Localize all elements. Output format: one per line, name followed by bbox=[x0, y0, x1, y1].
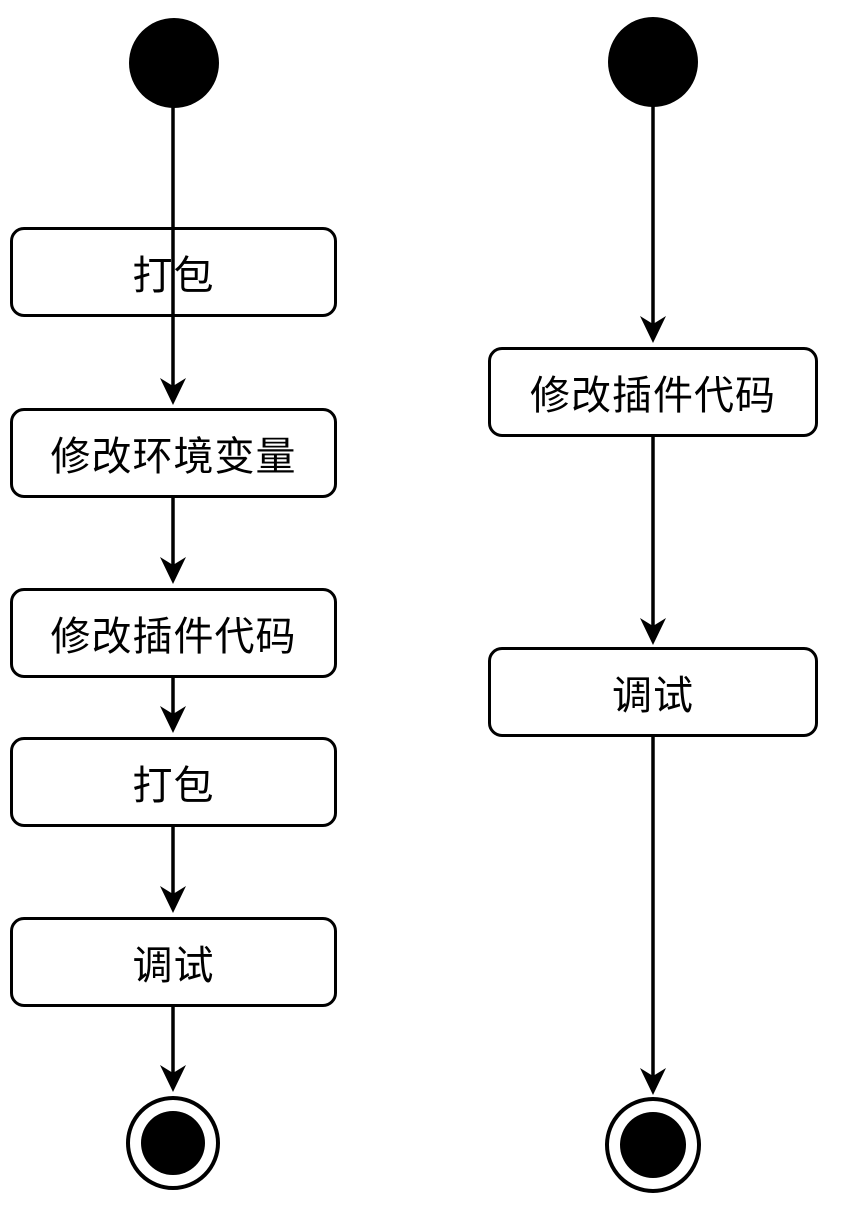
left-final-node-inner-dot bbox=[141, 1111, 205, 1175]
right-activity-box-2: 调试 bbox=[488, 647, 818, 737]
left-activity-box-2: 修改环境变量 bbox=[10, 408, 337, 498]
left-activity-label-2: 修改环境变量 bbox=[50, 435, 297, 479]
right-final-node-inner-dot bbox=[620, 1112, 686, 1178]
left-activity-box-3: 修改插件代码 bbox=[10, 588, 337, 678]
left-initial-node bbox=[129, 18, 219, 108]
right-activity-label-2: 调试 bbox=[612, 674, 694, 718]
right-activity-box-1: 修改插件代码 bbox=[488, 347, 818, 437]
left-arrowhead-2 bbox=[160, 557, 186, 584]
left-activity-label-1: 打包 bbox=[132, 254, 215, 298]
right-final-node-outer-ring bbox=[605, 1097, 701, 1193]
left-arrowhead-5 bbox=[160, 1065, 186, 1092]
left-arrowhead-1 bbox=[160, 378, 186, 405]
left-activity-box-4: 打包 bbox=[10, 737, 337, 827]
right-arrowhead-1 bbox=[640, 316, 666, 343]
right-initial-node bbox=[608, 17, 698, 107]
left-final-node-outer-ring bbox=[126, 1096, 220, 1190]
right-activity-label-1: 修改插件代码 bbox=[530, 374, 776, 418]
right-arrowhead-2 bbox=[640, 618, 666, 645]
left-activity-box-5: 调试 bbox=[10, 917, 337, 1007]
left-arrowhead-4 bbox=[160, 886, 186, 913]
right-arrowhead-3 bbox=[640, 1068, 666, 1095]
left-arrowhead-3 bbox=[160, 706, 186, 733]
left-activity-label-3: 修改插件代码 bbox=[50, 615, 297, 659]
left-activity-box-1: 打包 bbox=[10, 227, 337, 317]
left-activity-label-5: 调试 bbox=[132, 944, 215, 988]
left-activity-label-4: 打包 bbox=[132, 764, 215, 808]
